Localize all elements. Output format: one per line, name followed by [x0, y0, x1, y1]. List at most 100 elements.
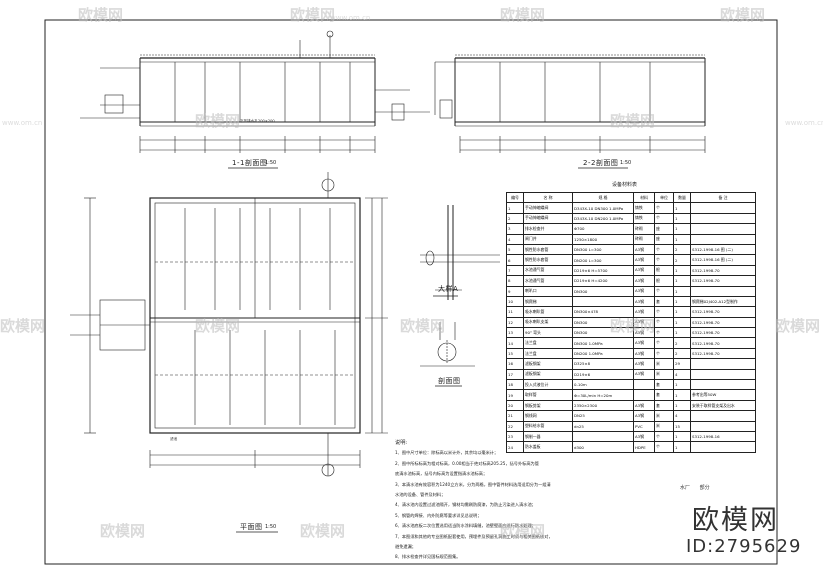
- equipment-table-cell: 1: [673, 327, 691, 339]
- title-block-company: 水厂: [680, 485, 691, 491]
- equipment-table-cell: S312-1998-70: [690, 316, 756, 329]
- equipment-table-cell: 17: [506, 368, 524, 381]
- equipment-table-cell: D219×6: [572, 368, 634, 381]
- equipment-table-cell: [690, 233, 756, 245]
- equipment-table-cell: A3钢: [633, 358, 655, 370]
- equipment-table-cell: 1: [673, 306, 691, 318]
- title-block: 水厂 部分: [680, 484, 710, 491]
- equipment-table-cell: A3钢: [633, 368, 655, 381]
- equipment-table-cell: 个: [654, 316, 674, 329]
- equipment-table-cell: S312-1998-70: [690, 327, 756, 339]
- equipment-table-cell: Φ700: [572, 223, 634, 235]
- equipment-table-cell: 砖砌: [633, 233, 655, 245]
- section-2-2-title: 2-2剖面图: [583, 159, 619, 167]
- equipment-table-cell: 滤板钢架: [523, 368, 573, 381]
- equipment-table-cell: 钢性防水套管: [523, 254, 573, 266]
- equipment-table-cell: 法兰盘: [523, 337, 573, 349]
- equipment-table-cell: 2350×2300: [572, 399, 634, 412]
- equipment-table-cell: 根: [654, 264, 674, 277]
- note-line: 避免遗漏；: [395, 544, 416, 550]
- equipment-table-cell: 9: [506, 285, 524, 297]
- equipment-table-cell: 吸水喇叭管: [523, 306, 573, 318]
- equipment-table-cell: D219×6 H=5700: [572, 264, 634, 277]
- equipment-table-cell: [690, 410, 756, 422]
- watermark-url: www.om.cn: [2, 119, 43, 127]
- equipment-table-cell: D325×8: [572, 358, 634, 370]
- equipment-table-cell: 米: [654, 358, 674, 370]
- equipment-table-cell: 米: [654, 410, 674, 422]
- equipment-table-cell: 砖砌: [633, 223, 655, 235]
- section-2-2-scale: 1:50: [620, 160, 632, 166]
- equipment-table-cell: 22: [506, 420, 524, 433]
- equipment-table-cell: A3钢: [633, 254, 655, 266]
- equipment-table-cell: [690, 420, 756, 433]
- equipment-table-cell: 个: [654, 430, 674, 443]
- note-line: 2、图中所标标高为相对标高，0.00相当于绝对标高205.25，括号外标高为管: [395, 460, 539, 466]
- equipment-table-cell: 个: [654, 254, 674, 266]
- note-line: 底清水池标高，括号内标高为设置指清水池标高；: [395, 471, 488, 477]
- watermark-brand: 欧模网: [195, 317, 241, 335]
- equipment-table-cell: 10: [506, 295, 524, 308]
- watermark-brand: 欧模网: [300, 522, 346, 540]
- section-1-1-pipe-label: 下压排水孔200×200: [240, 119, 275, 123]
- equipment-table-cell: 19: [506, 389, 524, 401]
- equipment-table-cell: 4: [506, 233, 524, 245]
- equipment-table-cell: A3钢: [633, 275, 655, 287]
- equipment-table-cell: 5: [506, 243, 524, 256]
- equipment-table-cell: 6: [506, 254, 524, 266]
- equipment-table-cell: 1250×1800: [572, 233, 634, 245]
- equipment-table-cell: 2: [673, 243, 691, 256]
- col-header-unit: 单位: [654, 191, 674, 204]
- note-line: 4、清水池内设置过滤池隔开，钢材均需刷防腐漆，为防止污染进入清水池；: [395, 502, 536, 508]
- watermark-url: www.om.cn: [330, 14, 371, 22]
- equipment-table-cell: 铸铁: [633, 202, 655, 214]
- equipment-table-cell: D343X-10 DN200 1.0MPa: [572, 212, 634, 225]
- watermark-brand: 欧模网: [290, 6, 336, 24]
- equipment-table-cell: S312-1998-70: [690, 337, 756, 349]
- watermark-brand: 欧模网: [195, 112, 241, 130]
- equipment-table-cell: [690, 358, 756, 370]
- equipment-table-cell: HDPE: [633, 441, 655, 453]
- equipment-table-cell: 闸门井: [523, 233, 573, 245]
- equipment-table-cell: 参考出等50W: [690, 389, 756, 401]
- equipment-table-cell: 滤板钢架: [523, 358, 573, 370]
- equipment-table-cell: Φ=30L/min H=20m: [572, 389, 634, 401]
- equipment-table-cell: [690, 379, 756, 391]
- equipment-table-cell: S312-1998-70: [690, 347, 756, 360]
- section-2-2-drawing: [434, 54, 706, 169]
- col-header-material: 材料: [633, 191, 655, 204]
- equipment-table-cell: 手动伸缩蝶阀: [523, 212, 573, 225]
- brand-logo-text: 欧模网: [692, 505, 779, 536]
- equipment-table-cell: 塑料给水管: [523, 420, 573, 433]
- watermark-brand: 欧模网: [400, 317, 446, 335]
- equipment-table-cell: 15: [673, 420, 691, 433]
- equipment-table-cell: D219×6 H=4200: [572, 275, 634, 287]
- equipment-table-cell: 1: [506, 202, 524, 214]
- equipment-table-header: 编号 名 称 规 格 材料 单位 数量 备 注: [506, 191, 756, 204]
- equipment-table-cell: 16: [506, 358, 524, 370]
- equipment-table-title: 设备材料表: [612, 182, 638, 188]
- equipment-table-cell: 1: [673, 295, 691, 308]
- equipment-table-cell: 20: [506, 399, 524, 412]
- equipment-table-cell: S312-1998-70: [690, 264, 756, 277]
- equipment-table-cell: DN200 1.0MPa: [572, 347, 634, 360]
- equipment-table-cell: 1: [673, 316, 691, 329]
- equipment-table-cell: 米: [654, 368, 674, 381]
- section-1-1-scale: 1:50: [265, 160, 277, 166]
- equipment-table-cell: PVC: [633, 420, 655, 433]
- equipment-table-cell: 钢线网: [523, 410, 573, 422]
- col-header-remark: 备 注: [690, 191, 756, 204]
- equipment-table-cell: 0-10m: [572, 379, 634, 391]
- equipment-table-cell: 4: [673, 368, 691, 381]
- equipment-table-cell: 铸铁: [633, 212, 655, 225]
